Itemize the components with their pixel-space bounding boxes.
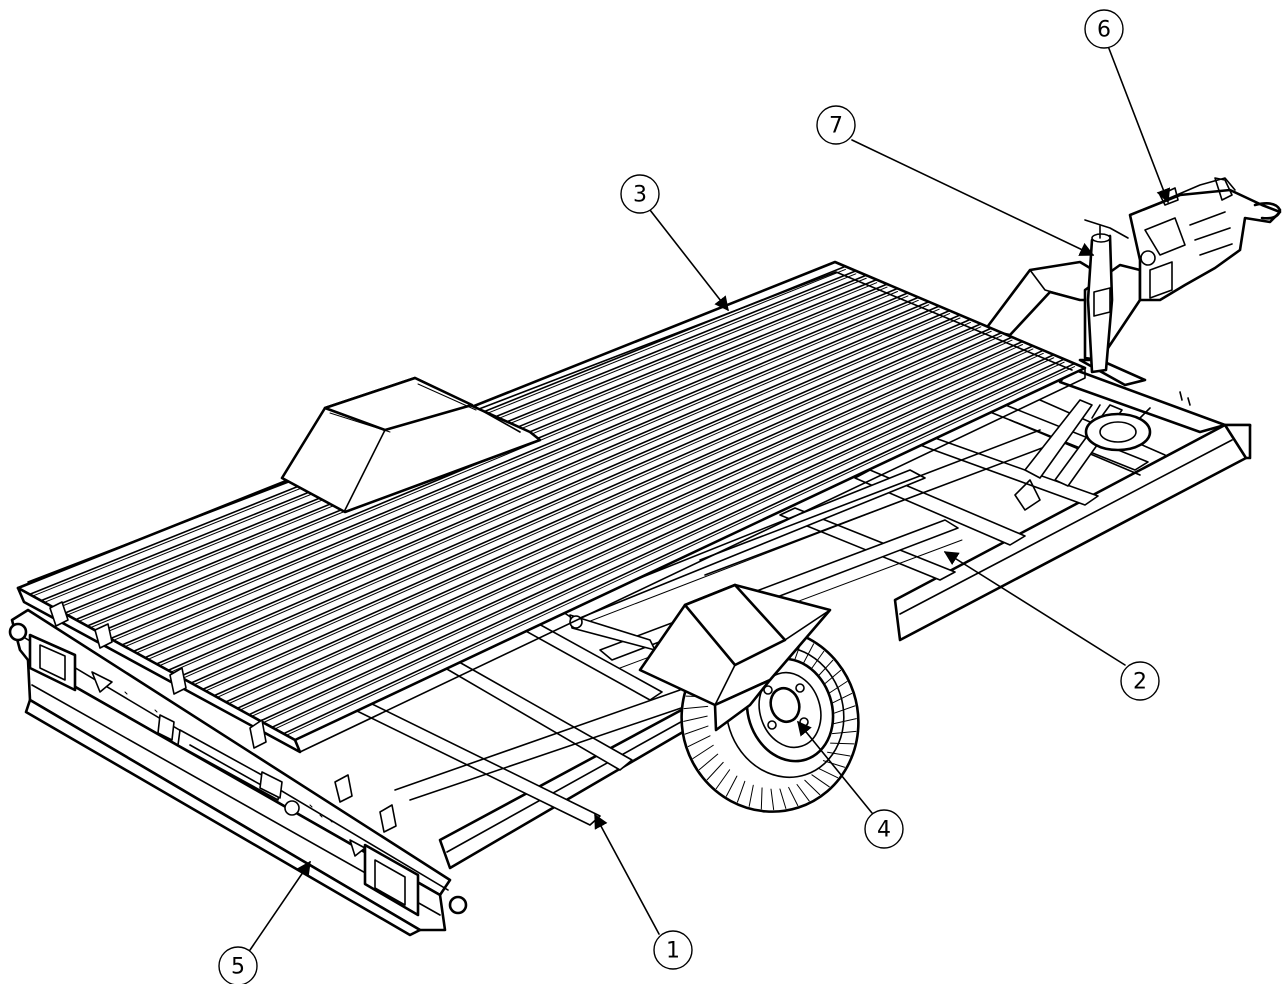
callout-5: 5	[218, 946, 258, 984]
callout-7: 7	[816, 105, 856, 145]
leader-6	[1107, 45, 1171, 204]
tyre-tread	[736, 780, 746, 803]
deck-slat	[224, 340, 1024, 703]
callout-2: 2	[1120, 661, 1160, 701]
deck-slat	[190, 327, 993, 684]
deck-slat	[121, 300, 930, 646]
deck-slat	[132, 308, 940, 655]
wheel-cover-box	[280, 376, 542, 514]
leader-7	[851, 139, 1095, 256]
leader-3	[649, 209, 729, 312]
leader-5	[249, 860, 311, 951]
tyre-tread	[821, 669, 842, 687]
leader-lines	[249, 45, 1171, 951]
deck-slat	[98, 295, 909, 636]
callout-number: 4	[877, 818, 891, 843]
deck-slat	[109, 296, 920, 640]
callout-number: 3	[633, 183, 647, 208]
deck-slat	[236, 348, 1034, 712]
tyre-tread	[715, 769, 731, 790]
leader-2	[943, 551, 1126, 666]
tyre-tread	[725, 775, 738, 797]
deck-slat	[144, 313, 951, 662]
tyre-tread	[827, 751, 851, 757]
tyre-tread	[817, 767, 839, 779]
callout-6: 6	[1084, 9, 1124, 49]
deck-slat	[178, 323, 982, 678]
deck-slat	[121, 304, 930, 649]
deck-slat	[155, 314, 961, 665]
deck-slat	[132, 305, 940, 653]
tyre-tread	[683, 705, 709, 710]
tyre-tread	[830, 742, 855, 745]
tyre-tread	[779, 788, 787, 810]
tyre-tread	[816, 659, 834, 679]
coupler-assembly	[1084, 177, 1282, 302]
deck-slat	[156, 317, 961, 668]
tyre-tread	[829, 692, 853, 705]
deck-slat	[271, 358, 1065, 729]
tyre-tread	[788, 786, 799, 807]
callout-number: 7	[829, 114, 843, 139]
callout-4: 4	[864, 809, 904, 849]
tyre-tread	[748, 784, 754, 807]
tyre-tread	[760, 787, 763, 810]
deck-slat	[282, 362, 1076, 735]
deck-slat	[236, 345, 1034, 710]
tyre-tread	[684, 725, 709, 735]
tyre-tread	[811, 774, 830, 788]
deck-slat	[86, 291, 898, 630]
tyre-tread	[831, 730, 857, 735]
tyre-tread	[822, 760, 846, 768]
deck-slat	[201, 331, 1003, 691]
deck-slat	[144, 309, 951, 659]
tyre-tread	[706, 761, 724, 781]
rear-light-bar	[8, 601, 468, 937]
tyre-tread	[687, 735, 711, 748]
leader-4	[797, 720, 873, 814]
wheel-assembly	[638, 583, 860, 813]
deck-slat	[248, 349, 1045, 716]
tyre-tread	[826, 681, 848, 696]
tyre-tread	[770, 788, 775, 811]
deck-slat	[202, 335, 1003, 693]
callout-number: 1	[666, 939, 680, 964]
tyre-tread	[698, 753, 719, 771]
deck-slat	[271, 361, 1065, 731]
deck-slat	[167, 321, 971, 674]
leader-1	[594, 813, 660, 935]
tyre-tread	[832, 718, 857, 725]
tyre-tread	[804, 779, 821, 796]
tyre-tread	[831, 705, 856, 715]
deck-slat	[167, 318, 972, 672]
deck-slat	[259, 353, 1055, 722]
deck-slat	[97, 292, 909, 634]
deck-slat	[282, 366, 1076, 738]
callout-number: 2	[1133, 670, 1147, 695]
deck-slat	[259, 357, 1055, 725]
tyre-tread	[683, 715, 708, 722]
deck-slat	[190, 330, 992, 687]
tyre-tread	[796, 784, 810, 802]
callout-number: 5	[231, 955, 245, 980]
tyre-tread	[692, 744, 714, 759]
deck-slat	[213, 339, 1013, 700]
callout-3: 3	[620, 174, 660, 214]
callout-1: 1	[653, 930, 693, 970]
deck-slat	[248, 352, 1044, 719]
jockey-leg	[1086, 225, 1114, 374]
deck-slat	[109, 299, 919, 643]
callout-number: 6	[1097, 18, 1111, 43]
tyre-tread	[802, 643, 815, 665]
tyre-tread	[809, 650, 825, 671]
deck-slat	[213, 336, 1013, 697]
deck-slat	[225, 344, 1023, 706]
deck-slat	[179, 326, 982, 681]
